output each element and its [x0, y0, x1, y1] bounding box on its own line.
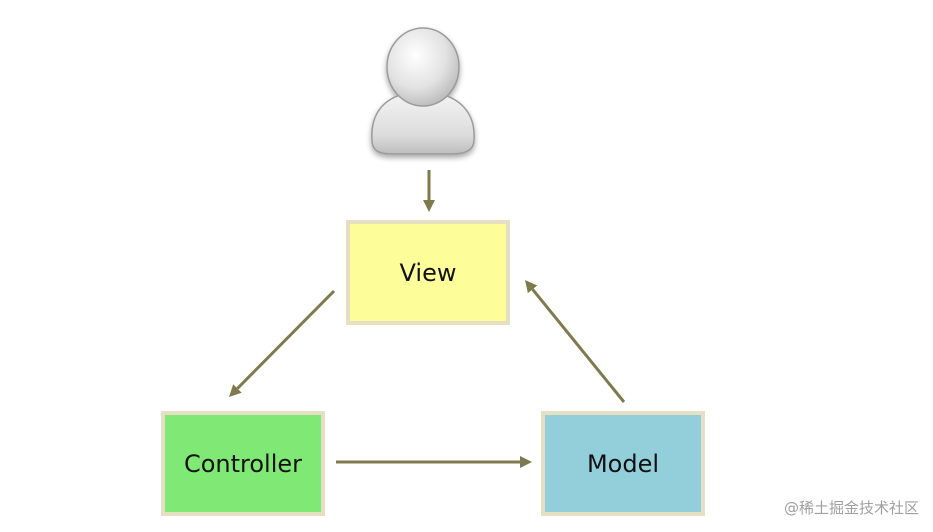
view-node: View [346, 220, 510, 325]
watermark-text: @稀土掘金技术社区 [783, 499, 919, 517]
controller-node: Controller [161, 411, 325, 516]
arrow-controller-to-model [336, 456, 532, 468]
edges-group [229, 170, 626, 468]
arrow-view-to-controller [229, 289, 336, 397]
user-icon [371, 27, 475, 155]
arrow-model-to-view [525, 280, 626, 403]
arrow-user-to-view [423, 170, 435, 212]
model-node: Model [541, 411, 705, 516]
model-label: Model [586, 449, 660, 478]
view-label: View [399, 258, 457, 287]
controller-label: Controller [183, 449, 303, 478]
